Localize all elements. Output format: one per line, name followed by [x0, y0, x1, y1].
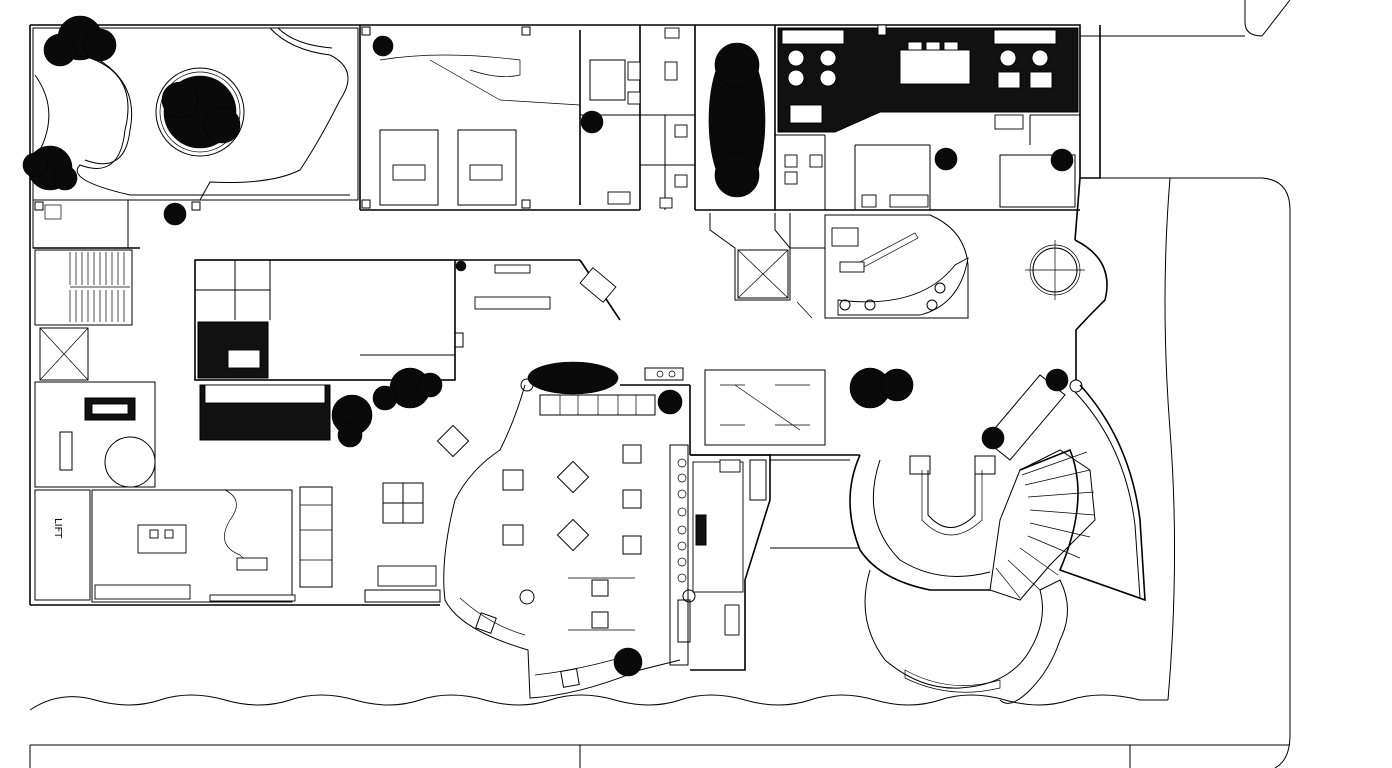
planting — [22, 15, 1074, 677]
pantry-room — [91, 486, 333, 603]
curved-stair — [849, 374, 1146, 704]
lift-label: LIFT — [52, 518, 63, 539]
interior-walls — [34, 25, 1080, 211]
bar-counter — [620, 384, 771, 671]
round-feature — [1025, 240, 1085, 300]
stair-core-left — [33, 247, 156, 488]
meeting-room — [690, 369, 860, 549]
toilet-fixtures — [607, 27, 1024, 209]
reception-desk — [824, 214, 969, 319]
lift-room: LIFT — [34, 489, 91, 601]
lobby-zone — [364, 367, 684, 699]
garden-courtyard — [32, 27, 359, 249]
exterior-walls — [29, 24, 1108, 606]
lift-core — [709, 213, 825, 319]
lounge-dark-zone — [777, 24, 1079, 133]
site-boundary — [29, 0, 1291, 768]
office-block — [194, 259, 621, 441]
